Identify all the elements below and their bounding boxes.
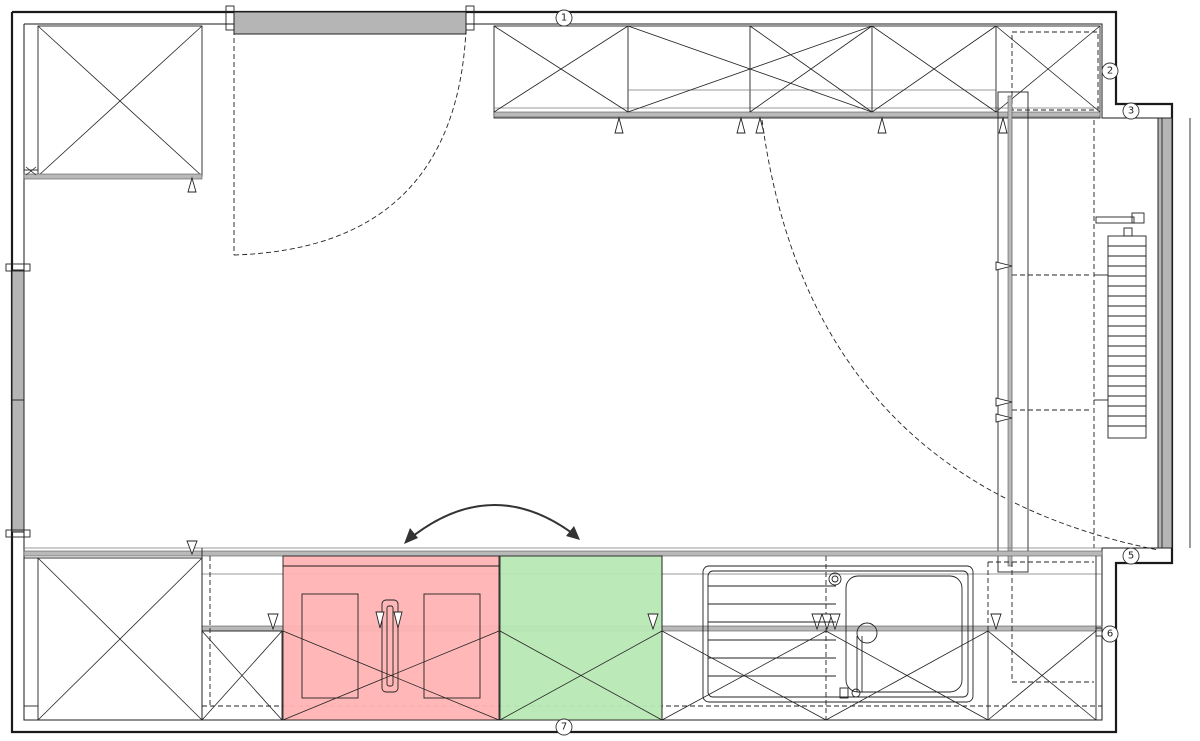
top-window — [225, 5, 475, 35]
bottom-right-corner — [1095, 556, 1103, 720]
hob-cabinet-highlight — [282, 555, 500, 721]
svg-text:5: 5 — [1128, 551, 1134, 562]
narrow-cabinet — [201, 613, 283, 721]
top-left-cabinet — [23, 25, 203, 193]
marker-5: 5 — [1122, 547, 1140, 565]
swap-arrow-icon — [404, 504, 580, 544]
marker-3: 3 — [1122, 102, 1140, 120]
free-cabinet-highlight — [499, 555, 663, 721]
top-wall-cabinets — [493, 25, 1101, 134]
marker-6: 6 — [1101, 625, 1119, 643]
left-window — [5, 263, 31, 538]
marker-7: 7 — [555, 718, 573, 736]
sink-base-cabinets — [661, 556, 1097, 721]
right-window — [1157, 117, 1191, 549]
svg-text:1: 1 — [561, 13, 567, 24]
svg-text:7: 7 — [561, 722, 567, 733]
door-swing-arc — [761, 119, 1159, 551]
bottom-left-cabinet — [24, 540, 203, 721]
marker-2: 2 — [1101, 62, 1119, 80]
svg-text:2: 2 — [1107, 66, 1113, 77]
svg-text:3: 3 — [1128, 106, 1134, 117]
radiator — [1094, 212, 1147, 439]
sink — [702, 565, 974, 703]
marker-1: 1 — [555, 9, 573, 27]
svg-text:6: 6 — [1107, 629, 1113, 640]
right-side-unit — [995, 91, 1095, 573]
window-swing-arc — [233, 29, 467, 256]
cooktop — [301, 593, 481, 699]
